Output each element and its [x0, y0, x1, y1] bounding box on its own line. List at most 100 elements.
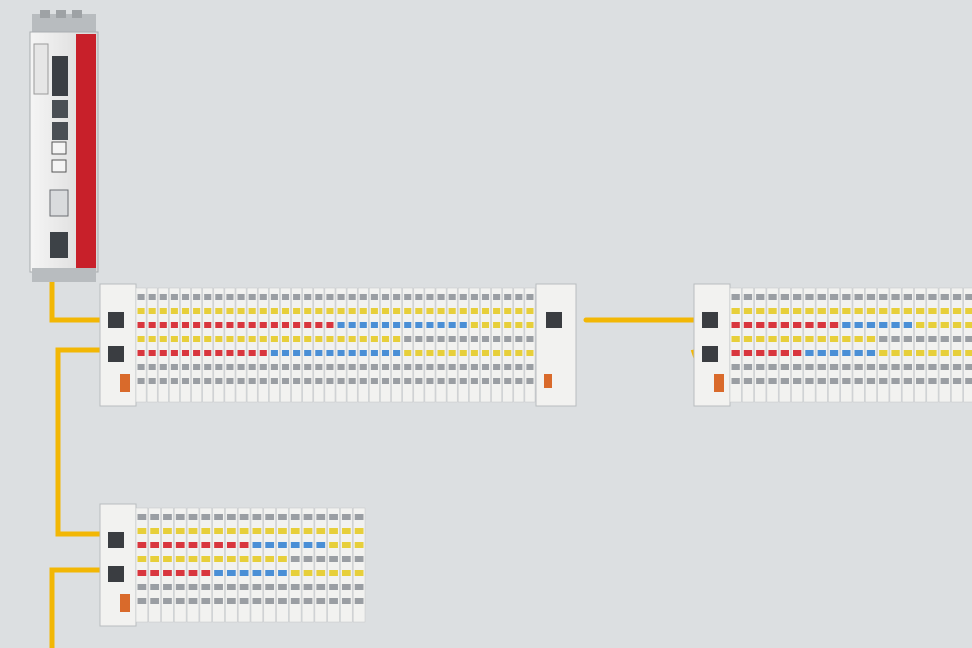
terminal-contact: [965, 378, 972, 384]
terminal-contact: [515, 294, 523, 300]
bus-coupler: [99, 283, 137, 407]
terminal-contact: [237, 294, 245, 300]
terminal-contact: [239, 528, 249, 534]
terminal-contact: [193, 308, 201, 314]
ethercat-cable: [49, 279, 111, 323]
terminal-contact: [281, 364, 290, 370]
terminal-contact: [175, 514, 185, 520]
terminal-contact: [214, 542, 223, 548]
terminal-contact: [426, 336, 434, 342]
terminal-contact: [481, 308, 490, 314]
terminal-contact: [817, 350, 826, 356]
terminal-contact: [854, 350, 863, 356]
terminal-contact: [780, 294, 789, 300]
terminal-contact: [805, 308, 814, 314]
terminal-contact: [175, 542, 185, 548]
terminal-contact: [903, 336, 912, 342]
terminal-contact: [842, 364, 851, 370]
terminal-contact: [879, 364, 888, 370]
terminal-contact: [304, 378, 312, 384]
terminal-contact: [278, 598, 287, 604]
terminal-contact: [448, 378, 456, 384]
terminal-contact: [163, 570, 172, 576]
terminal-contact: [341, 528, 351, 534]
terminal-contact: [150, 528, 160, 534]
terminal-contact: [281, 336, 290, 342]
terminal-contact: [252, 570, 262, 576]
terminal-contact: [393, 336, 401, 342]
terminal-contact: [404, 378, 412, 384]
terminal-contact: [252, 584, 262, 590]
terminal-contact: [404, 364, 412, 370]
terminal-contact: [137, 584, 147, 590]
terminal-contact: [891, 378, 900, 384]
io-terminal: [148, 507, 161, 623]
terminal-contact: [354, 598, 364, 604]
terminal-contact: [290, 514, 300, 520]
terminal-contact: [215, 322, 223, 328]
terminal-contact: [842, 336, 851, 342]
terminal-contact: [304, 322, 312, 328]
terminal-contact: [493, 308, 501, 314]
io-terminal: [157, 287, 169, 403]
io-terminal: [161, 507, 174, 623]
terminal-contact: [415, 336, 423, 342]
terminal-contact: [290, 528, 300, 534]
terminal-contact: [214, 514, 223, 520]
terminal-contact: [181, 294, 190, 300]
terminal-contact: [281, 378, 290, 384]
terminal-contact: [481, 322, 490, 328]
io-terminal: [213, 287, 225, 403]
terminal-contact: [481, 378, 490, 384]
terminal-contact: [329, 598, 338, 604]
terminal-contact: [359, 322, 367, 328]
terminal-contact: [281, 308, 290, 314]
terminal-contact: [259, 350, 267, 356]
terminal-contact: [448, 294, 456, 300]
terminal-contact: [181, 364, 190, 370]
terminal-contact: [866, 336, 876, 342]
terminal-contact: [337, 294, 345, 300]
io-station: [99, 503, 366, 627]
terminal-contact: [805, 322, 814, 328]
terminal-contact: [743, 294, 753, 300]
terminal-contact: [278, 570, 287, 576]
terminal-contact: [204, 308, 212, 314]
terminal-contact: [148, 336, 156, 342]
io-terminal: [174, 507, 187, 623]
terminal-contact: [329, 528, 338, 534]
io-terminal: [135, 287, 147, 403]
terminal-contact: [265, 514, 275, 520]
terminal-contact: [459, 350, 467, 356]
terminal-contact: [316, 598, 326, 604]
terminal-contact: [215, 336, 223, 342]
terminal-contact: [159, 350, 167, 356]
terminal-contact: [329, 584, 338, 590]
terminal-contact: [437, 364, 445, 370]
terminal-contact: [731, 322, 740, 328]
bus-coupler: [693, 283, 731, 407]
terminal-contact: [137, 294, 145, 300]
terminal-contact: [370, 322, 378, 328]
terminal-contact: [163, 598, 172, 604]
terminal-contact: [239, 556, 249, 562]
terminal-contact: [743, 322, 753, 328]
terminal-contact: [265, 542, 275, 548]
terminal-contact: [201, 598, 211, 604]
terminal-contact: [304, 364, 312, 370]
terminal-contact: [188, 570, 198, 576]
terminal-contact: [515, 350, 523, 356]
terminal-contact: [916, 308, 925, 314]
terminal-contact: [817, 294, 826, 300]
terminal-contact: [159, 336, 167, 342]
terminal-contact: [150, 584, 160, 590]
io-terminal: [938, 287, 951, 403]
terminal-contact: [150, 556, 160, 562]
terminal-contact: [817, 378, 826, 384]
terminal-contact: [337, 322, 345, 328]
terminal-contact: [805, 378, 814, 384]
io-terminal: [314, 507, 327, 623]
terminal-contact: [793, 364, 802, 370]
io-terminal: [791, 287, 804, 403]
terminal-contact: [731, 350, 740, 356]
